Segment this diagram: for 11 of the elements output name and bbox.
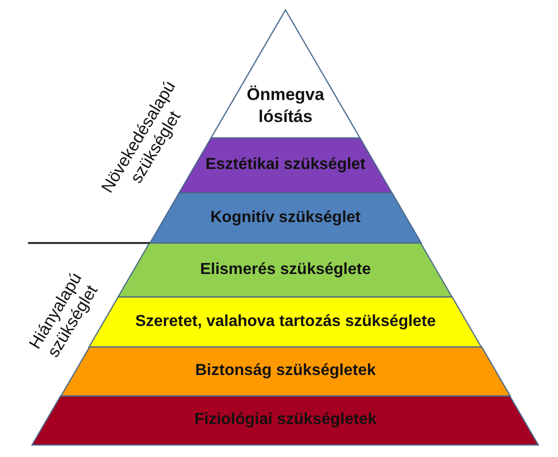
- pyramid-tier: [150, 193, 422, 243]
- level-label: Önmegva lósítás: [246, 84, 326, 128]
- level-label: Esztétikai szükséglet: [205, 155, 366, 176]
- pyramid-tier: [118, 243, 453, 297]
- level-label: Fiziológiai szükségletek: [194, 410, 377, 430]
- pyramid-tier: [32, 396, 539, 445]
- pyramid-apex: [211, 10, 360, 138]
- level-label: Elismerés szükséglete: [200, 260, 371, 280]
- level-label: Szeretet, valahova tartozás szükséglete: [135, 312, 436, 332]
- level-label: Kognitív szükséglet: [210, 208, 361, 228]
- level-label: Biztonság szükségletek: [195, 361, 376, 382]
